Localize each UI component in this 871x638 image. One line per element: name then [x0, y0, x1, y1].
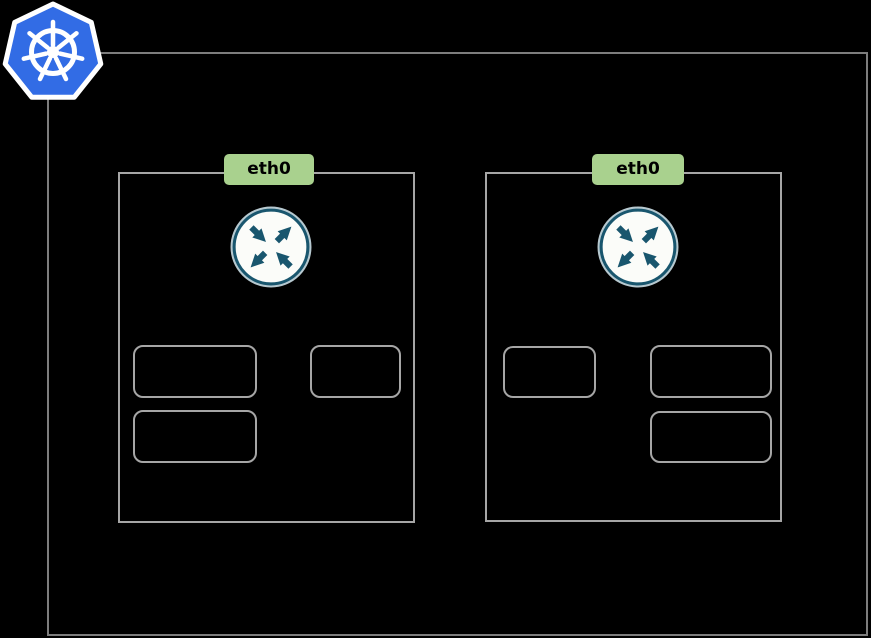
- cluster-boundary: [47, 52, 868, 636]
- eth0-badge-node1: eth0: [224, 154, 314, 185]
- router-icon-node1: [230, 206, 312, 288]
- pod-box: [650, 345, 772, 398]
- kubernetes-wheel: [21, 19, 85, 82]
- pod-box: [133, 410, 257, 463]
- pod-box: [310, 345, 401, 398]
- pod-box: [503, 346, 596, 398]
- router-icon-node2: [597, 206, 679, 288]
- pod-box: [650, 411, 772, 463]
- kubernetes-logo-icon: [2, 1, 104, 100]
- eth0-badge-node2: eth0: [592, 154, 684, 185]
- pod-box: [133, 345, 257, 398]
